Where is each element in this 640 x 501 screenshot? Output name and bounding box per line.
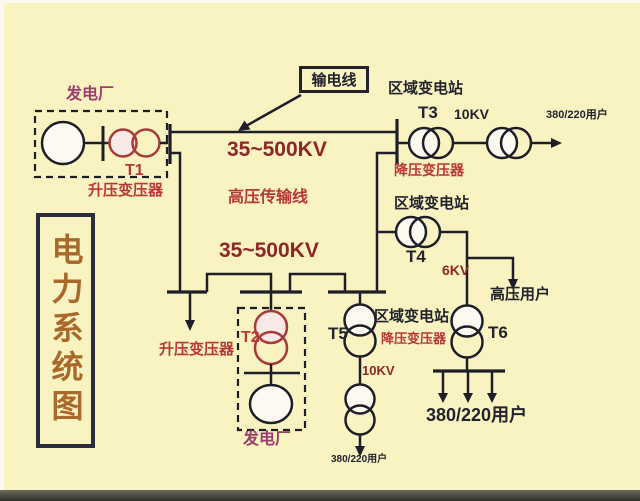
right-drop-line — [375, 151, 397, 292]
t3-id-label: T3 — [418, 103, 438, 122]
t4-voltage-label: 6KV — [442, 262, 470, 278]
t1-id-label: T1 — [125, 162, 144, 179]
generator1-circle — [40, 120, 86, 166]
callout-arrow — [238, 93, 302, 131]
transformer-t1-circle — [108, 128, 138, 158]
hv-transmission-label: 高压传输线 — [228, 189, 309, 206]
plant2-name-label: 发电厂 — [243, 431, 292, 448]
t2-stepup-label: 升压变压器 — [159, 341, 235, 358]
arrowhead-right — [551, 138, 562, 148]
photo-edge-top — [0, 0, 640, 3]
transmission-line-callout: 输电线 — [299, 66, 369, 93]
arrowhead-down — [487, 393, 497, 403]
power-plant-1-symbol — [33, 109, 169, 179]
lower-transmission-buses — [167, 272, 386, 331]
substation-t3-name-label: 区域变电站 — [388, 80, 464, 97]
power-plant-2-symbol — [236, 306, 307, 432]
generator2-circle — [248, 383, 294, 425]
arrowhead-down — [185, 320, 195, 331]
hv-users-label: 高压用户 — [490, 286, 551, 303]
t6-id-label: T6 — [488, 323, 508, 342]
plant2-dashed-box — [236, 306, 307, 432]
left-drop-line — [170, 151, 182, 292]
plant1-dashed-box — [33, 109, 169, 179]
substation-t4-symbol — [377, 215, 518, 306]
voltage-lower-label: 35~500KV — [219, 239, 319, 262]
t3-stepdown-label: 降压变压器 — [394, 162, 464, 178]
t5-voltage-label: 10KV — [362, 363, 395, 378]
substation-t3-symbol — [397, 126, 562, 160]
arrowhead-down — [355, 446, 365, 457]
t2-id-label: T2 — [241, 329, 260, 346]
t3-users-label: 380/220用户 — [546, 109, 608, 121]
diagram-title: 电力系统图 — [47, 233, 84, 428]
voltage-top-label: 35~500KV — [227, 138, 327, 161]
substation-t5t6-name-label: 区域变电站 — [374, 308, 450, 325]
transformer-t6-symbol — [433, 304, 505, 403]
diagram-title-box: 电力系统图 — [36, 213, 95, 448]
arrowhead-down — [508, 279, 518, 290]
arrowhead-down — [438, 393, 448, 403]
t1-stepup-label: 升压变压器 — [88, 182, 164, 199]
transformer-t1-circle — [131, 128, 161, 158]
photo-edge-bottom — [0, 490, 640, 501]
t5-id-label: T5 — [328, 324, 348, 343]
arrowhead-down — [463, 393, 473, 403]
plant1-name-label: 发电厂 — [66, 86, 115, 103]
t5-users-label: 380/220用户 — [331, 454, 388, 465]
photo-edge-left — [0, 0, 4, 501]
t5t6-stepdown-label: 降压变压器 — [381, 331, 447, 346]
substation-t4-name-label: 区域变电站 — [394, 195, 470, 212]
t3-voltage-label: 10KV — [454, 106, 490, 122]
bridge-2 — [288, 272, 347, 292]
transformer-t5-symbol — [343, 303, 377, 457]
t4-id-label: T4 — [406, 247, 426, 266]
t6-users-label: 380/220用户 — [426, 405, 528, 425]
hv-users-branch — [467, 256, 515, 280]
callout-label: 输电线 — [311, 72, 357, 89]
